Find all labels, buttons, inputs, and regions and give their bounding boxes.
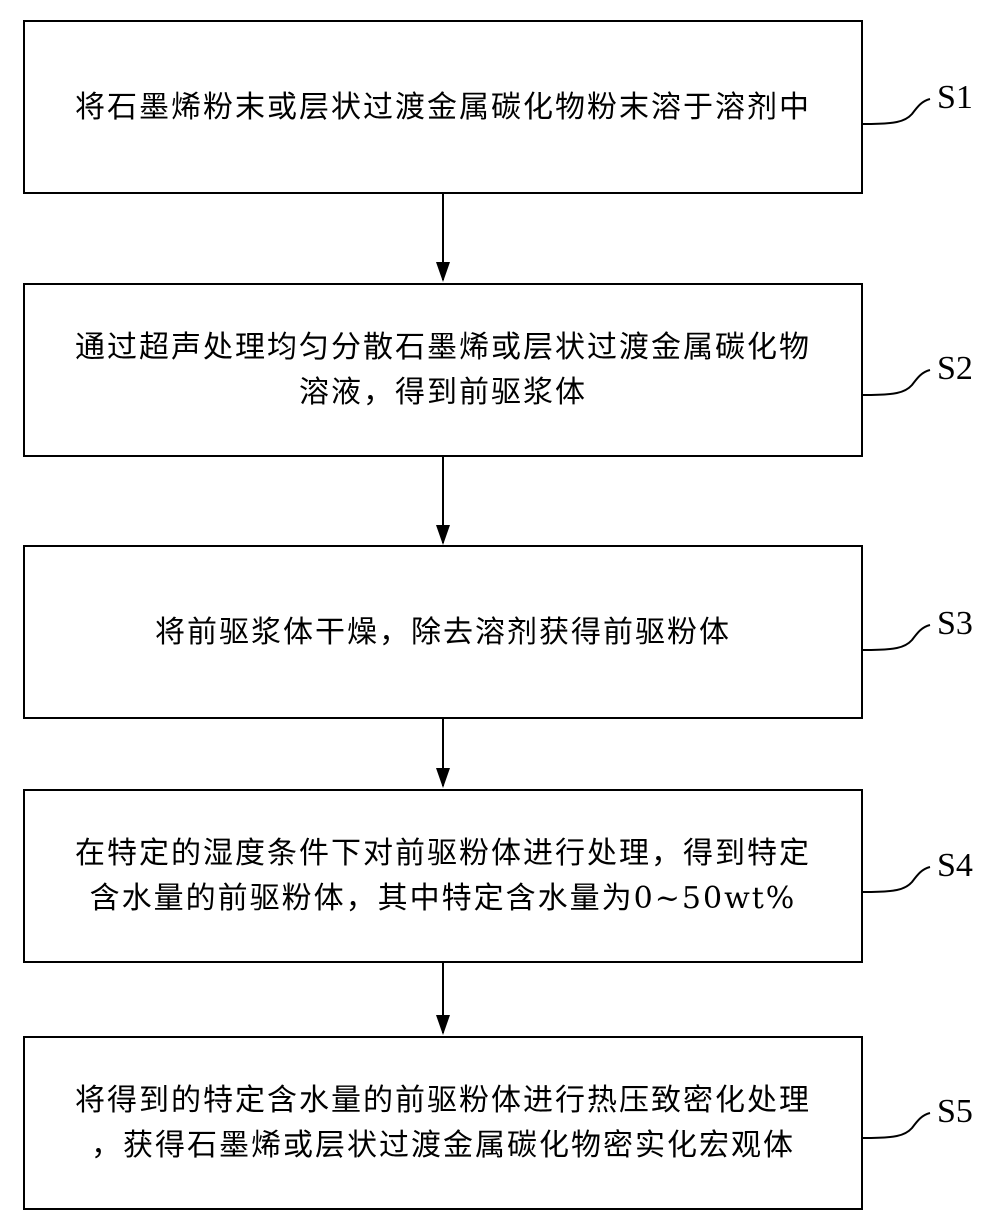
step-box-s2: 通过超声处理均匀分散石墨烯或层状过渡金属碳化物 溶液，得到前驱浆体	[23, 283, 863, 457]
leader-s4	[862, 866, 931, 893]
arrowhead-s3-s4	[436, 768, 450, 788]
step-text-s3: 将前驱浆体干燥，除去溶剂获得前驱粉体	[155, 614, 731, 650]
step-text-s2: 通过超声处理均匀分散石墨烯或层状过渡金属碳化物 溶液，得到前驱浆体	[75, 330, 811, 410]
arrowhead-s2-s3	[436, 525, 450, 545]
step-label-s1: S1	[937, 79, 973, 116]
step-box-s1: 将石墨烯粉末或层状过渡金属碳化物粉末溶于溶剂中	[23, 20, 863, 194]
step-box-s4: 在特定的湿度条件下对前驱粉体进行处理，得到特定 含水量的前驱粉体，其中特定含水量…	[23, 789, 863, 963]
step-text-s1: 将石墨烯粉末或层状过渡金属碳化物粉末溶于溶剂中	[75, 89, 811, 125]
leader-s3	[862, 624, 931, 651]
leader-s1	[862, 98, 931, 125]
step-box-s3: 将前驱浆体干燥，除去溶剂获得前驱粉体	[23, 545, 863, 719]
step-label-s2: S2	[937, 350, 973, 387]
step-label-s4: S4	[937, 847, 973, 884]
step-box-s5: 将得到的特定含水量的前驱粉体进行热压致密化处理 ，获得石墨烯或层状过渡金属碳化物…	[23, 1036, 863, 1210]
step-label-s3: S3	[937, 605, 973, 642]
arrowhead-s4-s5	[436, 1015, 450, 1035]
arrowhead-s1-s2	[436, 262, 450, 282]
step-text-s4: 在特定的湿度条件下对前驱粉体进行处理，得到特定 含水量的前驱粉体，其中特定含水量…	[75, 836, 811, 916]
leader-s2	[862, 369, 931, 396]
leader-s5	[862, 1112, 931, 1139]
step-label-s5: S5	[937, 1093, 973, 1130]
step-text-s5: 将得到的特定含水量的前驱粉体进行热压致密化处理 ，获得石墨烯或层状过渡金属碳化物…	[75, 1083, 811, 1163]
